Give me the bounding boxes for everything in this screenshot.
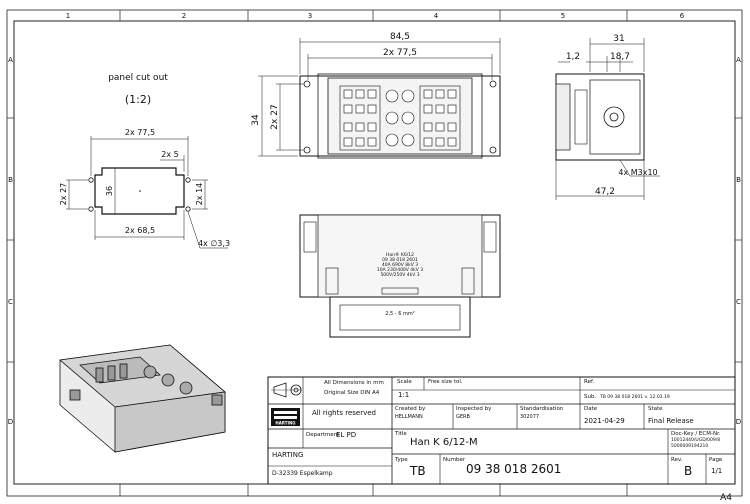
row-label: C	[8, 298, 13, 306]
harting-logo: HARTING	[271, 408, 300, 426]
date-label: Date	[584, 406, 598, 412]
side-view: 31 1,2 18,7 4x M3x10 47,2	[555, 34, 660, 200]
dim-cutout-half: 2x 5	[161, 150, 178, 159]
dim-cutout-height-inner: 36	[105, 186, 114, 196]
dim-cutout-width: 2x 77,5	[125, 128, 155, 137]
revision-value: B	[684, 464, 693, 478]
department-value: EL PD	[336, 431, 357, 439]
column-label: 5	[561, 12, 565, 20]
fixing-screw	[489, 146, 497, 154]
scale-label: Scale	[397, 379, 412, 385]
dim-inner-height: 2x 27	[270, 104, 280, 129]
row-label: A	[8, 56, 13, 64]
number-label: Number	[443, 457, 466, 463]
bottom-view: Han® K6/12 09 38 018 2601 40A 690V 8kV 3…	[299, 214, 501, 338]
sub-value: TB 09 38 018 2601 v. 12.03.19	[600, 394, 670, 400]
mounting-hole	[88, 177, 94, 183]
document-title: Han K 6/12-M	[410, 437, 478, 448]
contact-insert-grid	[339, 85, 461, 151]
fixing-screw	[303, 146, 311, 154]
rights-notice: All rights reserved	[312, 409, 376, 417]
sub-label: Sub.	[584, 394, 597, 400]
panel-cutout-view: panel cut out (1:2) 2x 77,5 2x 5 2x 27 3…	[59, 73, 230, 249]
department-label: Department	[306, 432, 340, 438]
projection-symbol-icon	[271, 382, 302, 398]
document-number: 09 38 018 2601	[466, 462, 562, 476]
title-label: Title	[395, 431, 407, 437]
company-name: HARTING	[272, 451, 304, 459]
column-label: 2	[182, 12, 186, 20]
panel-cutout-scale: (1:2)	[125, 93, 151, 106]
type-value: TB	[410, 464, 426, 478]
product-label-line: Han® K6/12	[386, 251, 414, 258]
page-value: 1/1	[711, 467, 723, 475]
dim-cutout-bottom: 2x 68,5	[125, 226, 155, 235]
front-view-outline	[299, 75, 501, 157]
row-label: A	[736, 56, 741, 64]
column-label: 3	[308, 12, 312, 20]
standardisation-label: Standardisation	[520, 406, 564, 412]
type-label: Type	[395, 457, 408, 463]
row-label: C	[736, 298, 741, 306]
isometric-view	[59, 344, 226, 453]
dim-side-bottom: 47,2	[595, 187, 615, 197]
scale-value: 1:1	[398, 391, 410, 399]
notice-dimensions: All Dimensions in mm	[324, 380, 384, 386]
title-block	[267, 376, 736, 485]
created-by-value: HELLMANN	[395, 414, 423, 420]
dim-screw-pitch: 2x 77,5	[383, 48, 417, 58]
mounting-hole	[185, 206, 191, 212]
sheet-size-label: A4	[720, 493, 732, 503]
doc-key-line: 10012440/UGD/009/8	[671, 438, 721, 443]
wire-range-label: 2,5 - 6 mm²	[385, 311, 414, 317]
row-label: D	[736, 418, 741, 426]
company-address: D-32339 Espelkamp	[272, 470, 333, 477]
standardisation-value: 302077	[520, 414, 540, 420]
mounting-hole	[88, 206, 94, 212]
center-mark	[139, 190, 141, 192]
state-value: Final Release	[648, 417, 694, 425]
product-label-line: 10A 230/400V 4kV 3	[377, 267, 423, 273]
doc-key-label: Doc-Key / ECM-Nr.	[671, 431, 721, 437]
dim-side-small: 1,2	[566, 52, 580, 62]
row-label: B	[8, 176, 13, 184]
row-label: D	[8, 418, 13, 426]
dim-side-mid: 18,7	[610, 52, 630, 62]
date-value: 2021-04-29	[584, 417, 625, 425]
column-grid-markers	[7, 10, 742, 496]
inspected-by-label: Inspected by	[456, 406, 492, 412]
page-label: Page	[709, 457, 723, 463]
dim-side-total: 31	[613, 34, 624, 44]
column-label: 6	[680, 12, 685, 20]
dim-outer-height: 34	[251, 114, 261, 126]
column-label: 1	[66, 12, 70, 20]
panel-cutout-title: panel cut out	[108, 73, 168, 83]
row-label: B	[736, 176, 741, 184]
column-label: 4	[434, 12, 439, 20]
revision-label: Rev.	[671, 457, 683, 463]
ref-label: Ref.	[584, 379, 595, 385]
fixing-screw	[303, 80, 311, 88]
sheet-outer-frame	[6, 9, 743, 497]
dim-side-screw: 4x M3x10	[618, 168, 657, 177]
inspected-by-value: GERB	[456, 414, 470, 420]
mounting-hole	[185, 177, 191, 183]
notice-original-size: Original Size DIN A4	[324, 390, 380, 396]
created-by-label: Created by	[395, 406, 426, 412]
product-label-line: 09 38 018 2601	[382, 257, 418, 263]
dim-cutout-holes: 4x ∅3,3	[198, 239, 230, 248]
dim-overall-width: 84,5	[390, 32, 410, 42]
free-size-tolerance-label: Free size tol.	[428, 379, 463, 385]
doc-key-line: 5000009194210	[671, 444, 709, 449]
fixing-screw	[489, 80, 497, 88]
panel-cutout-outline	[94, 167, 185, 215]
product-label-line: 500V/250V 4kV 3	[380, 272, 419, 278]
front-view: 84,5 2x 77,5 34 2x 27	[251, 32, 501, 159]
state-label: State	[648, 406, 663, 412]
dim-cutout-height-left: 2x 27	[59, 183, 68, 206]
svg-text:HARTING: HARTING	[275, 421, 295, 426]
dim-cutout-height-right: 2x 14	[195, 183, 204, 206]
product-label-line: 40A 690V 8kV 3	[382, 262, 418, 268]
